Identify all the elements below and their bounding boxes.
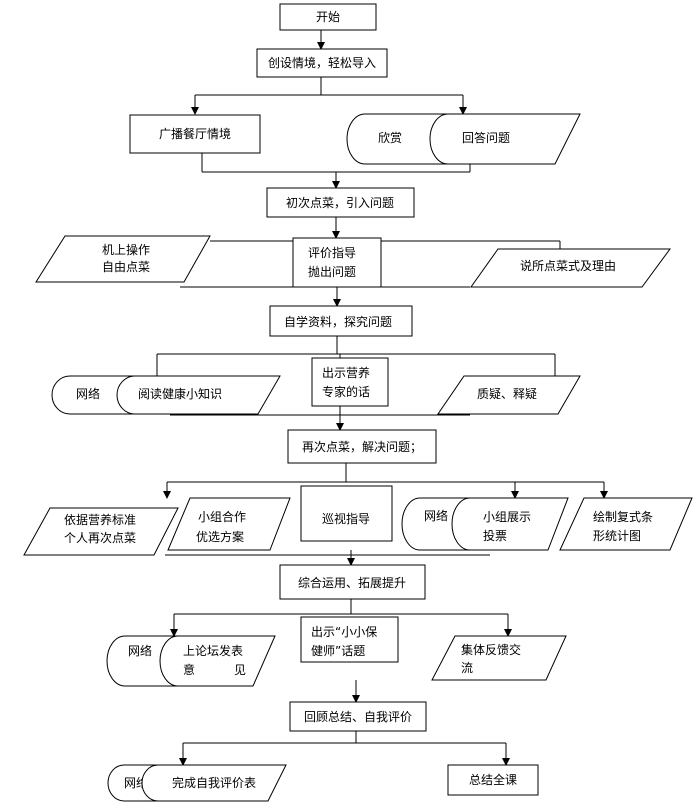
start-label: 开始 [316,10,340,24]
evaluate-line2: 抛出问题 [308,264,356,279]
step4-box [287,429,437,464]
summary-label: 总结全课 [469,772,517,787]
network-label-1: 网络 [76,386,100,401]
evaluate-line1: 评价指导 [308,245,356,260]
feedback-shape [431,635,567,681]
vote-shape [451,497,569,551]
vote-line2: 投票 [483,528,507,543]
operate-shape [35,235,211,283]
group-line2: 优选方案 [196,529,244,544]
step5-box [279,564,426,600]
forum-line1: 上论坛发表 [183,643,243,658]
expert-box [311,357,389,407]
expert-line1: 出示营养 [322,365,370,380]
step3-label: 自学资料，探究问题 [284,314,392,329]
answer-label: 回答问题 [462,130,510,145]
forum-shape [159,635,276,687]
step2-box [266,187,415,218]
broadcast-label: 广播餐厅情境 [159,126,231,141]
network-label-2: 网络 [424,508,448,523]
start-box [279,3,377,31]
network-label-3: 网络 [128,643,152,658]
appreciate-label: 欣赏 [378,131,402,145]
standard-shape [23,507,179,556]
health-box [300,616,399,663]
read-label: 阅读健康小知识 [138,386,222,401]
explain-label: 说所点菜式及理由 [520,258,616,273]
vote-line1: 小组展示 [483,510,531,524]
expert-line2: 专家的话 [322,384,370,399]
patrol-label: 巡视指导 [322,511,370,526]
question-shape [437,375,581,415]
forum-line2b: 见 [234,663,246,677]
step4-label: 再次点菜，解决问题； [302,440,422,454]
self-eval-shape [141,764,287,802]
step5-label: 综合运用、拓展提升 [298,575,406,590]
step1-label: 创设情境，轻松导入 [268,55,376,70]
step6-label: 回顾总结、自我评价 [304,710,412,724]
step1-box [256,48,388,78]
chart-draw-line1: 绘制复式条 [593,509,653,524]
chart-draw-line2: 形统计图 [593,529,641,543]
health-line2: 健师”话题 [311,644,365,658]
broadcast-box [129,114,261,154]
step6-box [289,701,427,732]
standard-line1: 依据营养标准 [64,512,136,527]
patrol-box [300,485,393,542]
operate-line1: 机上操作 [102,242,150,257]
summary-box [447,764,539,796]
chart-draw-shape [559,497,693,551]
operate-line2: 自由点菜 [102,260,150,274]
question-label: 质疑、释疑 [477,386,537,401]
step3-box [269,305,413,337]
explain-shape [470,248,671,288]
standard-line2: 个人再次点菜 [64,531,136,545]
group-line1: 小组合作 [198,509,246,524]
feedback-line1: 集体反馈交 [461,642,521,657]
self-eval-label: 完成自我评价表 [172,775,256,790]
feedback-line2: 流 [461,661,473,675]
step2-label: 初次点菜，引入问题 [286,196,394,210]
answer-shape [429,113,581,165]
health-line1: 出示“小小保 [311,625,377,639]
forum-line2a: 意 [183,662,195,677]
group-shape [167,497,291,551]
read-shape [116,375,281,415]
evaluate-box [292,237,382,288]
